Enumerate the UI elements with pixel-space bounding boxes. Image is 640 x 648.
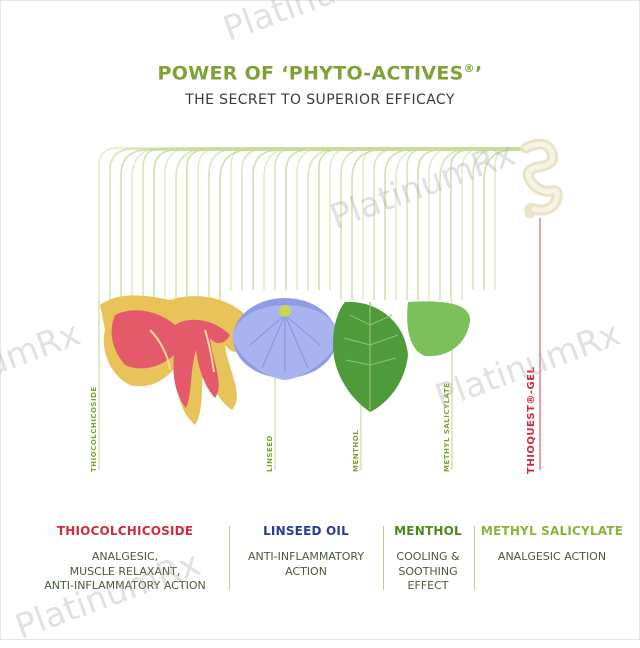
stem-line [131, 147, 522, 300]
curved-stems [98, 147, 522, 300]
stem-line [208, 148, 522, 300]
column-description: ANALGESIC ACTION [478, 550, 626, 565]
stem-line [296, 147, 522, 290]
column-heading: THIOCOLCHICOSIDE [56, 524, 194, 538]
column-menthol: MENTHOL COOLING & SOOTHING EFFECT [386, 524, 470, 594]
stem-line [186, 149, 522, 300]
stem-line [406, 148, 522, 300]
stem-line [285, 149, 522, 290]
desc-line: SOOTHING [398, 564, 458, 578]
stem-line [219, 149, 522, 300]
stem-line [351, 149, 522, 300]
column-heading: LINSEED OIL [263, 524, 349, 538]
stem-line [329, 147, 522, 290]
title-close-quote: ’ [474, 62, 483, 85]
stem-line [98, 147, 522, 300]
stem-label-thiocolchicoside: THIOCOLCHICOSIDE [90, 386, 98, 472]
column-description: ANTI-INFLAMMATORY ACTION [236, 550, 376, 579]
stem-line [362, 147, 522, 300]
column-divider [474, 526, 475, 590]
mint-leaves-icon [333, 301, 470, 412]
column-methyl-salicylate: METHYL SALICYLATE ANALGESIC ACTION [478, 524, 626, 565]
stem-label-menthol: MENTHOL [352, 429, 360, 472]
column-heading: METHYL SALICYLATE [480, 524, 624, 538]
stem-line [340, 148, 522, 300]
stem-line [164, 147, 522, 300]
stem-line [428, 147, 522, 300]
desc-line: ANTI-INFLAMMATORY ACTION [44, 579, 206, 592]
stem-line [197, 147, 522, 300]
stem-line [153, 149, 522, 300]
stem-line [472, 148, 522, 290]
stem-line [307, 148, 522, 290]
stem-line [483, 149, 522, 290]
gloriosa-flower-icon [100, 295, 250, 425]
column-divider [229, 526, 230, 590]
linseed-flower-icon [232, 298, 340, 380]
desc-line: MUSCLE RELAXANT, [69, 564, 181, 578]
stem-line [274, 148, 522, 290]
title-text: POWER OF ‘PHYTO-ACTIVES [157, 62, 464, 85]
desc-line: EFFECT [407, 579, 449, 592]
gel-squiggle-icon [520, 138, 563, 219]
column-heading: MENTHOL [394, 524, 462, 538]
column-divider [383, 526, 384, 590]
stem-line [373, 148, 522, 300]
column-description: ANALGESIC, MUSCLE RELAXANT, ANTI-INFLAMM… [30, 550, 220, 594]
stem-line [450, 149, 522, 300]
stem-line [263, 147, 522, 290]
stem-line [175, 148, 522, 300]
stem-line [417, 149, 522, 300]
desc-line: ACTION [285, 564, 327, 578]
stem-line [109, 148, 522, 300]
page-subtitle: THE SECRET TO SUPERIOR EFFICACY [185, 92, 455, 108]
stem-line [461, 147, 522, 300]
stem-label-linseed: LINSEED [266, 435, 274, 472]
stem-line [241, 148, 522, 290]
column-thiocolchicoside: THIOCOLCHICOSIDE ANALGESIC, MUSCLE RELAX… [30, 524, 220, 594]
stem-line [439, 148, 522, 300]
stem-line [142, 148, 522, 300]
stem-line [395, 147, 522, 300]
desc-line: ANALGESIC ACTION [497, 550, 607, 563]
column-description: COOLING & SOOTHING EFFECT [386, 550, 470, 594]
title-registered-mark: ® [463, 62, 475, 75]
desc-line: ANALGESIC, [91, 550, 159, 563]
column-linseed-oil: LINSEED OIL ANTI-INFLAMMATORY ACTION [236, 524, 376, 579]
desc-line: ANTI-INFLAMMATORY [247, 550, 365, 563]
page-title: POWER OF ‘PHYTO-ACTIVES®’ [0, 62, 640, 84]
stem-line [494, 147, 522, 290]
stem-line [318, 149, 522, 290]
desc-line: COOLING & [396, 550, 460, 563]
stem-line [230, 147, 522, 290]
